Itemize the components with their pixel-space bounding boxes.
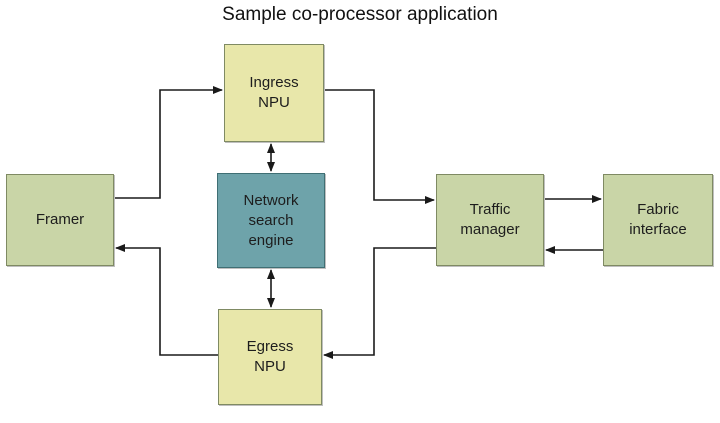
diagram-title: Sample co-processor application xyxy=(222,4,498,25)
network-search-engine-label: Network search engine xyxy=(243,191,299,249)
traffic-manager-label: Traffic manager xyxy=(460,201,520,238)
ingress-npu-block: Ingress NPU xyxy=(224,44,324,142)
arrow-egress-npu-to-framer xyxy=(115,244,218,356)
fabric-interface-label: Fabric interface xyxy=(629,201,687,238)
traffic-manager-block: Traffic manager xyxy=(436,174,544,266)
framer-label: Framer xyxy=(35,211,85,228)
ingress-npu-label: Ingress NPU xyxy=(249,74,299,111)
arrow-framer-to-ingress-npu xyxy=(115,86,223,199)
arrow-traffic-manager-to-egress-npu xyxy=(323,247,436,359)
egress-npu-label: Egress NPU xyxy=(246,338,294,375)
network-search-engine-block: Network search engine xyxy=(217,173,325,268)
fabric-interface-block: Fabric interface xyxy=(603,174,713,266)
framer-block: Framer xyxy=(6,174,114,266)
egress-npu-block: Egress NPU xyxy=(218,309,322,405)
arrow-ingress-npu-to-traffic-manager xyxy=(325,89,435,204)
